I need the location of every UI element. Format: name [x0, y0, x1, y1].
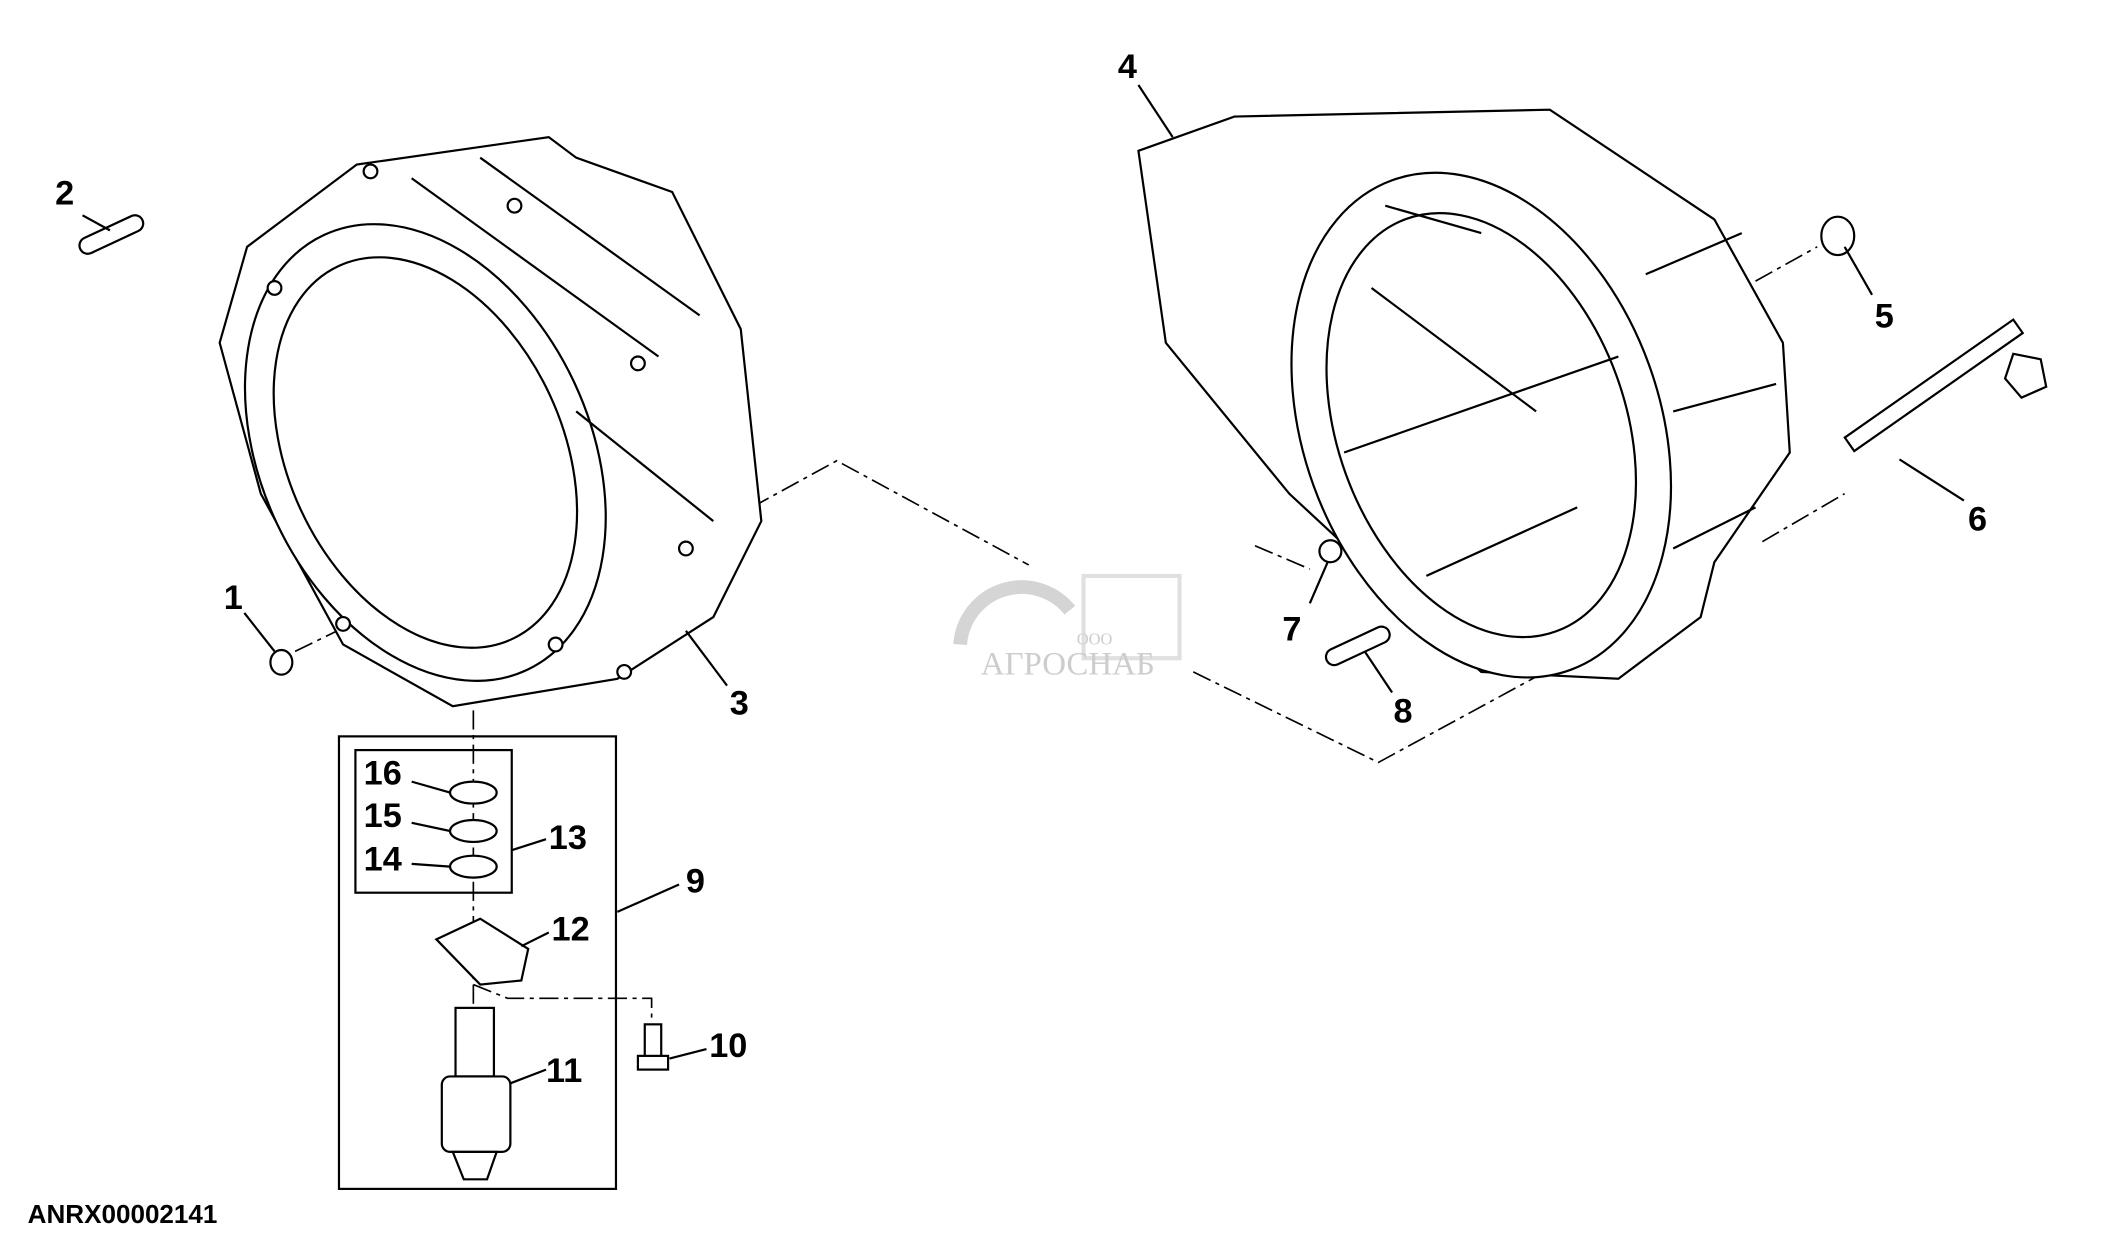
clutch-housing-4 [1137, 108, 1791, 680]
kit-box-13 [354, 748, 513, 894]
callout-1: 1 [224, 579, 243, 617]
callout-11: 11 [546, 1052, 582, 1090]
watermark-logo: ООО АГРОСНАБ [953, 573, 1182, 683]
callout-12: 12 [552, 911, 590, 949]
ring-7 [1318, 539, 1343, 564]
callout-16: 16 [364, 754, 402, 792]
o-rings [448, 780, 498, 879]
bolt-head-6 [2003, 352, 2048, 400]
pin-8 [1324, 625, 1391, 667]
callout-15: 15 [364, 797, 402, 835]
callout-7: 7 [1282, 610, 1301, 648]
diagram-id: ANRX00002141 [28, 1199, 218, 1229]
callout-5: 5 [1875, 298, 1894, 336]
callout-2: 2 [55, 174, 74, 212]
plug-1 [269, 648, 294, 676]
callout-4: 4 [1118, 48, 1137, 86]
kit-box-9 [337, 735, 618, 1190]
watermark-name: АГРОСНАБ [981, 647, 1155, 683]
callout-9: 9 [686, 863, 705, 901]
callout-14: 14 [364, 841, 402, 879]
callout-3: 3 [730, 684, 749, 722]
bolt-6 [1843, 318, 2025, 453]
watermark-prefix: ООО [1077, 629, 1113, 648]
leader-lines [82, 84, 1965, 1085]
flywheel-housing-3 [218, 135, 763, 708]
solenoid-valve-11 [440, 1006, 512, 1181]
callout-6: 6 [1968, 501, 1987, 539]
parts-small [78, 214, 2048, 676]
callout-8: 8 [1393, 693, 1412, 731]
plug-5 [1820, 215, 1856, 257]
cap-screw-10 [636, 1023, 670, 1071]
callout-13: 13 [549, 819, 587, 857]
pin-2 [78, 214, 145, 255]
gasket-12 [434, 917, 530, 986]
callout-10: 10 [709, 1027, 747, 1065]
